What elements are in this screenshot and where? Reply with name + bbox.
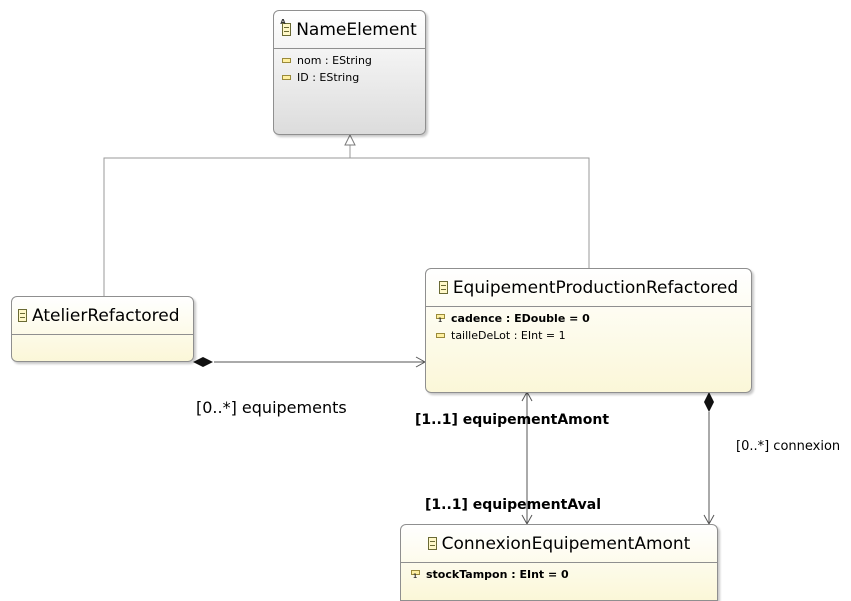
class-connexion-equipement-amont[interactable]: ConnexionEquipementAmont stockTampon : E… <box>400 524 718 601</box>
class-header: EquipementProductionRefactored <box>426 269 751 307</box>
class-header: AtelierRefactored <box>12 297 193 335</box>
attribute-icon <box>436 333 445 338</box>
class-atelier-refactored[interactable]: AtelierRefactored <box>11 296 194 362</box>
attribute-icon <box>282 58 291 63</box>
class-equipement-production-refactored[interactable]: EquipementProductionRefactored cadence :… <box>425 268 752 393</box>
attribute-row[interactable]: ID : EString <box>282 69 419 86</box>
attribute-row[interactable]: stockTampon : EInt = 0 <box>411 566 711 583</box>
equipements-reference-label[interactable]: [0..*] equipements <box>196 398 347 417</box>
class-name-element[interactable]: A NameElement nom : EString ID : EString <box>273 10 426 135</box>
attribute-compartment: cadence : EDouble = 0 tailleDeLot : EInt… <box>426 307 751 344</box>
attribute-icon <box>282 75 291 80</box>
connexion-composition-diamond <box>704 392 714 412</box>
attribute-label: tailleDeLot : EInt = 1 <box>451 329 566 342</box>
class-name: ConnexionEquipementAmont <box>441 533 691 554</box>
abstract-class-icon: A <box>280 19 292 36</box>
class-name: EquipementProductionRefactored <box>452 277 739 298</box>
required-attribute-icon <box>411 570 420 580</box>
class-icon <box>438 281 448 294</box>
class-icon <box>18 309 27 322</box>
attribute-label: cadence : EDouble = 0 <box>451 312 590 325</box>
generalization-atelier-edge <box>103 145 351 296</box>
class-header: ConnexionEquipementAmont <box>401 525 717 563</box>
equipement-amont-reference-label[interactable]: [1..1] equipementAmont <box>415 412 610 428</box>
attribute-compartment: nom : EString ID : EString <box>274 49 425 86</box>
attribute-compartment: stockTampon : EInt = 0 <box>401 563 717 583</box>
class-name: NameElement <box>296 19 417 40</box>
attribute-label: ID : EString <box>297 71 360 84</box>
class-header: A NameElement <box>274 11 425 49</box>
equipements-composition-diamond <box>193 357 213 367</box>
abstract-marker: A <box>280 18 286 26</box>
class-icon <box>427 537 437 550</box>
attribute-label: nom : EString <box>297 54 372 67</box>
equipement-aval-reference-label[interactable]: [1..1] equipementAval <box>425 497 602 513</box>
required-attribute-icon <box>436 314 445 324</box>
class-name: AtelierRefactored <box>32 305 180 326</box>
connexion-reference-label[interactable]: [0..*] connexion <box>736 439 841 454</box>
attribute-row[interactable]: tailleDeLot : EInt = 1 <box>436 327 745 344</box>
attribute-row[interactable]: nom : EString <box>282 52 419 69</box>
attribute-row[interactable]: cadence : EDouble = 0 <box>436 310 745 327</box>
generalization-equipement-edge <box>350 157 590 268</box>
attribute-label: stockTampon : EInt = 0 <box>426 568 569 581</box>
attribute-compartment <box>12 335 193 338</box>
generalization-arrowhead <box>344 133 356 146</box>
